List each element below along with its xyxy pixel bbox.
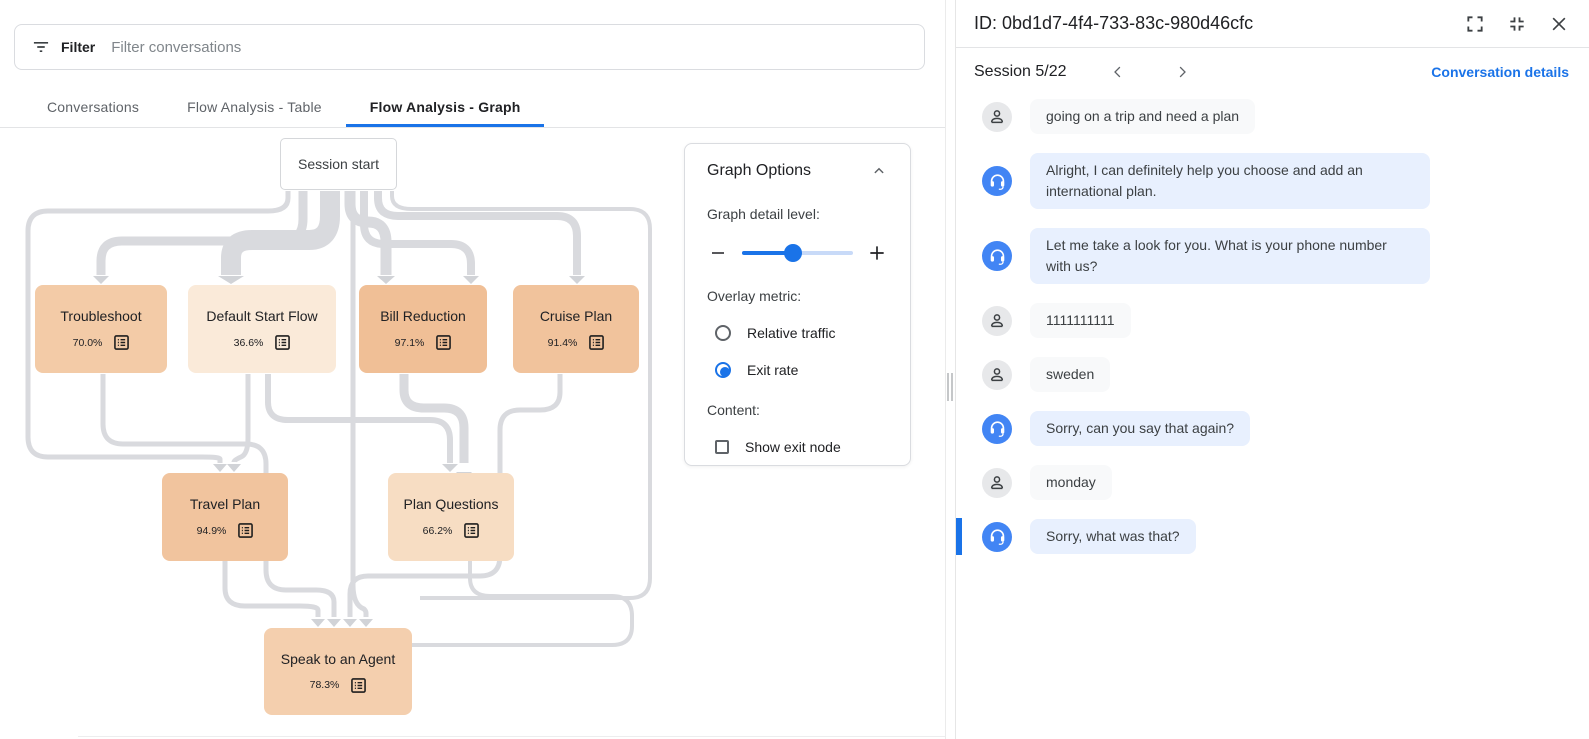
message-bubble[interactable]: monday — [1030, 465, 1112, 500]
message-bubble[interactable]: Alright, I can definitely help you choos… — [1030, 153, 1430, 209]
exit-rate-value: 91.4% — [547, 336, 578, 349]
node-label: Default Start Flow — [206, 308, 318, 324]
detail-decrease-button[interactable] — [707, 242, 729, 264]
message-bubble[interactable]: going on a trip and need a plan — [1030, 99, 1256, 134]
node-troubleshoot[interactable]: Troubleshoot 70.0% — [35, 285, 167, 373]
message-bubble[interactable]: 1111111111 — [1030, 303, 1131, 338]
conversation-details-link[interactable]: Conversation details — [1431, 64, 1569, 80]
exit-rate-value: 36.6% — [233, 336, 264, 349]
message-bubble[interactable]: Let me take a look for you. What is your… — [1030, 228, 1430, 284]
conversation-id-title: ID: 0bd1d7-4f4-733-83c-980d46cfc — [974, 13, 1254, 33]
agent-avatar — [982, 166, 1012, 196]
user-avatar — [982, 467, 1012, 498]
checkbox-show-exit-node[interactable]: Show exit node — [715, 439, 888, 455]
radio-label: Exit rate — [747, 362, 799, 378]
list-icon[interactable] — [436, 335, 452, 350]
graph-options-card: Graph Options Graph detail level: Overla… — [684, 143, 911, 466]
tab-flow-analysis-table[interactable]: Flow Analysis - Table — [187, 99, 322, 115]
detail-increase-button[interactable] — [866, 242, 888, 264]
selected-message-indicator — [956, 518, 962, 555]
transcript-list: going on a trip and need a plan Alright,… — [956, 93, 1589, 555]
node-label: Speak to an Agent — [280, 650, 396, 667]
detail-level-slider[interactable] — [742, 244, 853, 262]
list-icon[interactable] — [464, 523, 480, 538]
agent-avatar — [982, 241, 1012, 271]
list-icon[interactable] — [275, 335, 291, 350]
message-row[interactable]: sweden — [982, 357, 1569, 392]
node-bill-reduction[interactable]: Bill Reduction 97.1% — [359, 285, 487, 373]
content-label: Content: — [707, 402, 760, 418]
user-avatar — [982, 101, 1012, 132]
message-row-selected[interactable]: Sorry, what was that? — [956, 518, 1569, 555]
node-travel-plan[interactable]: Travel Plan 94.9% — [162, 473, 288, 561]
message-row[interactable]: Sorry, can you say that again? — [982, 411, 1569, 446]
message-row[interactable]: going on a trip and need a plan — [982, 99, 1569, 134]
filter-placeholder: Filter conversations — [111, 38, 242, 56]
list-icon[interactable] — [589, 335, 605, 350]
expand-fullscreen-button[interactable] — [1465, 14, 1485, 34]
exit-rate-value: 70.0% — [72, 336, 103, 349]
overlay-metric-label: Overlay metric: — [707, 288, 802, 304]
next-session-button[interactable] — [1173, 63, 1191, 81]
agent-avatar — [982, 521, 1012, 552]
tab-flow-analysis-graph[interactable]: Flow Analysis - Graph — [345, 89, 545, 127]
message-bubble[interactable]: sweden — [1030, 357, 1111, 392]
collapse-chevron-up-icon[interactable] — [870, 162, 888, 180]
list-icon[interactable] — [114, 335, 130, 350]
flow-analysis-panel: Filter Filter conversations Conversation… — [0, 24, 945, 739]
exit-rate-value: 97.1% — [394, 336, 425, 349]
checkbox-icon[interactable] — [715, 440, 729, 454]
detail-level-label: Graph detail level: — [707, 206, 820, 222]
conversation-detail-panel: ID: 0bd1d7-4f4-733-83c-980d46cfc Session… — [956, 0, 1589, 739]
exit-rate-value: 78.3% — [309, 679, 340, 691]
graph-scroll-edge — [78, 736, 945, 737]
node-session-start[interactable]: Session start — [280, 138, 397, 190]
radio-relative-traffic[interactable]: Relative traffic — [715, 325, 888, 341]
filter-conversations-input[interactable]: Filter Filter conversations — [14, 24, 925, 70]
radio-selected-icon[interactable] — [715, 362, 731, 378]
message-row[interactable]: monday — [982, 465, 1569, 500]
node-label: Cruise Plan — [539, 308, 613, 324]
close-icon[interactable] — [1549, 14, 1569, 34]
list-icon[interactable] — [238, 523, 254, 538]
node-label: Travel Plan — [189, 496, 261, 512]
tab-bar: Conversations Flow Analysis - Table Flow… — [0, 89, 945, 128]
exit-rate-value: 94.9% — [196, 524, 227, 537]
user-avatar — [982, 305, 1012, 336]
message-bubble[interactable]: Sorry, what was that? — [1030, 519, 1196, 554]
filter-label: Filter — [61, 39, 96, 55]
node-plan-questions[interactable]: Plan Questions 66.2% — [388, 473, 514, 561]
panel-divider — [955, 0, 956, 739]
node-cruise-plan[interactable]: Cruise Plan 91.4% — [513, 285, 639, 373]
message-row[interactable]: Let me take a look for you. What is your… — [982, 228, 1569, 284]
flow-graph-canvas[interactable]: Session start Troubleshoot 70.0% Default… — [0, 128, 945, 739]
user-avatar — [982, 359, 1012, 390]
node-label: Bill Reduction — [380, 308, 466, 324]
tab-conversations[interactable]: Conversations — [47, 99, 140, 115]
message-row[interactable]: 1111111111 — [982, 303, 1569, 338]
graph-options-title: Graph Options — [707, 162, 812, 179]
radio-label: Relative traffic — [747, 325, 836, 341]
exit-fullscreen-button[interactable] — [1507, 14, 1527, 34]
list-icon[interactable] — [351, 677, 367, 693]
session-counter: Session 5/22 — [974, 63, 1067, 80]
radio-exit-rate[interactable]: Exit rate — [715, 362, 888, 378]
exit-rate-value: 66.2% — [422, 524, 453, 537]
filter-icon — [33, 42, 49, 52]
panel-divider — [945, 0, 946, 739]
previous-session-button[interactable] — [1109, 63, 1127, 81]
node-label: Troubleshoot — [60, 308, 142, 324]
node-default-start-flow[interactable]: Default Start Flow 36.6% — [188, 285, 336, 373]
panel-resize-handle[interactable] — [947, 373, 954, 401]
node-speak-to-an-agent[interactable]: Speak to an Agent 78.3% — [264, 628, 412, 715]
agent-avatar — [982, 413, 1012, 444]
node-label: Plan Questions — [403, 496, 499, 512]
message-row[interactable]: Alright, I can definitely help you choos… — [982, 153, 1569, 209]
slider-thumb[interactable] — [784, 244, 803, 262]
message-bubble[interactable]: Sorry, can you say that again? — [1030, 411, 1251, 446]
radio-icon[interactable] — [715, 325, 731, 341]
checkbox-label: Show exit node — [745, 439, 841, 455]
